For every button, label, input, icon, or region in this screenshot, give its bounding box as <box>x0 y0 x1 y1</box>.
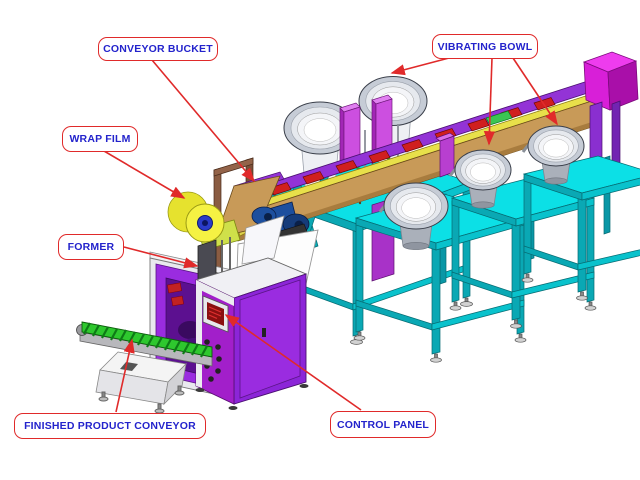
callout-arrows <box>103 57 558 413</box>
callout-former: FORMER <box>58 234 124 260</box>
arrow-vibrating-bowl-3 <box>512 57 558 126</box>
finished-product-conveyor-asm <box>76 321 213 414</box>
arrow-wrap-film <box>103 150 186 199</box>
callout-vibrating-bowl: VIBRATING BOWL <box>432 34 538 59</box>
warning-sticker <box>167 282 184 307</box>
callout-conveyor-bucket: CONVEYOR BUCKET <box>98 37 218 61</box>
arrow-control-panel <box>224 314 362 411</box>
arrow-conveyor-bucket <box>151 59 256 183</box>
vibrating-bowl-front-left <box>378 182 449 250</box>
callout-control-panel: CONTROL PANEL <box>330 411 436 438</box>
arrow-vibrating-bowl-2 <box>483 57 496 146</box>
conveyor-part-plate <box>485 110 513 126</box>
discharge-hopper <box>582 51 639 111</box>
arrow-former <box>123 246 199 269</box>
feeder-table-3 <box>521 155 640 301</box>
hmi-screen <box>202 295 229 333</box>
arrow-finished-product <box>115 338 135 413</box>
control-panel-cabinet <box>149 257 309 410</box>
vibrating-bowl-front-right <box>521 125 585 185</box>
callout-finished-product-conveyor: FINISHED PRODUCT CONVEYOR <box>14 413 206 439</box>
arrow-vibrating-bowl-1 <box>390 57 450 76</box>
callout-wrap-film: WRAP FILM <box>62 126 138 152</box>
door-handle <box>262 328 266 337</box>
vibrating-bowl-front-center <box>448 149 512 209</box>
film-roll <box>167 191 225 243</box>
conveyor-belt <box>81 321 213 358</box>
